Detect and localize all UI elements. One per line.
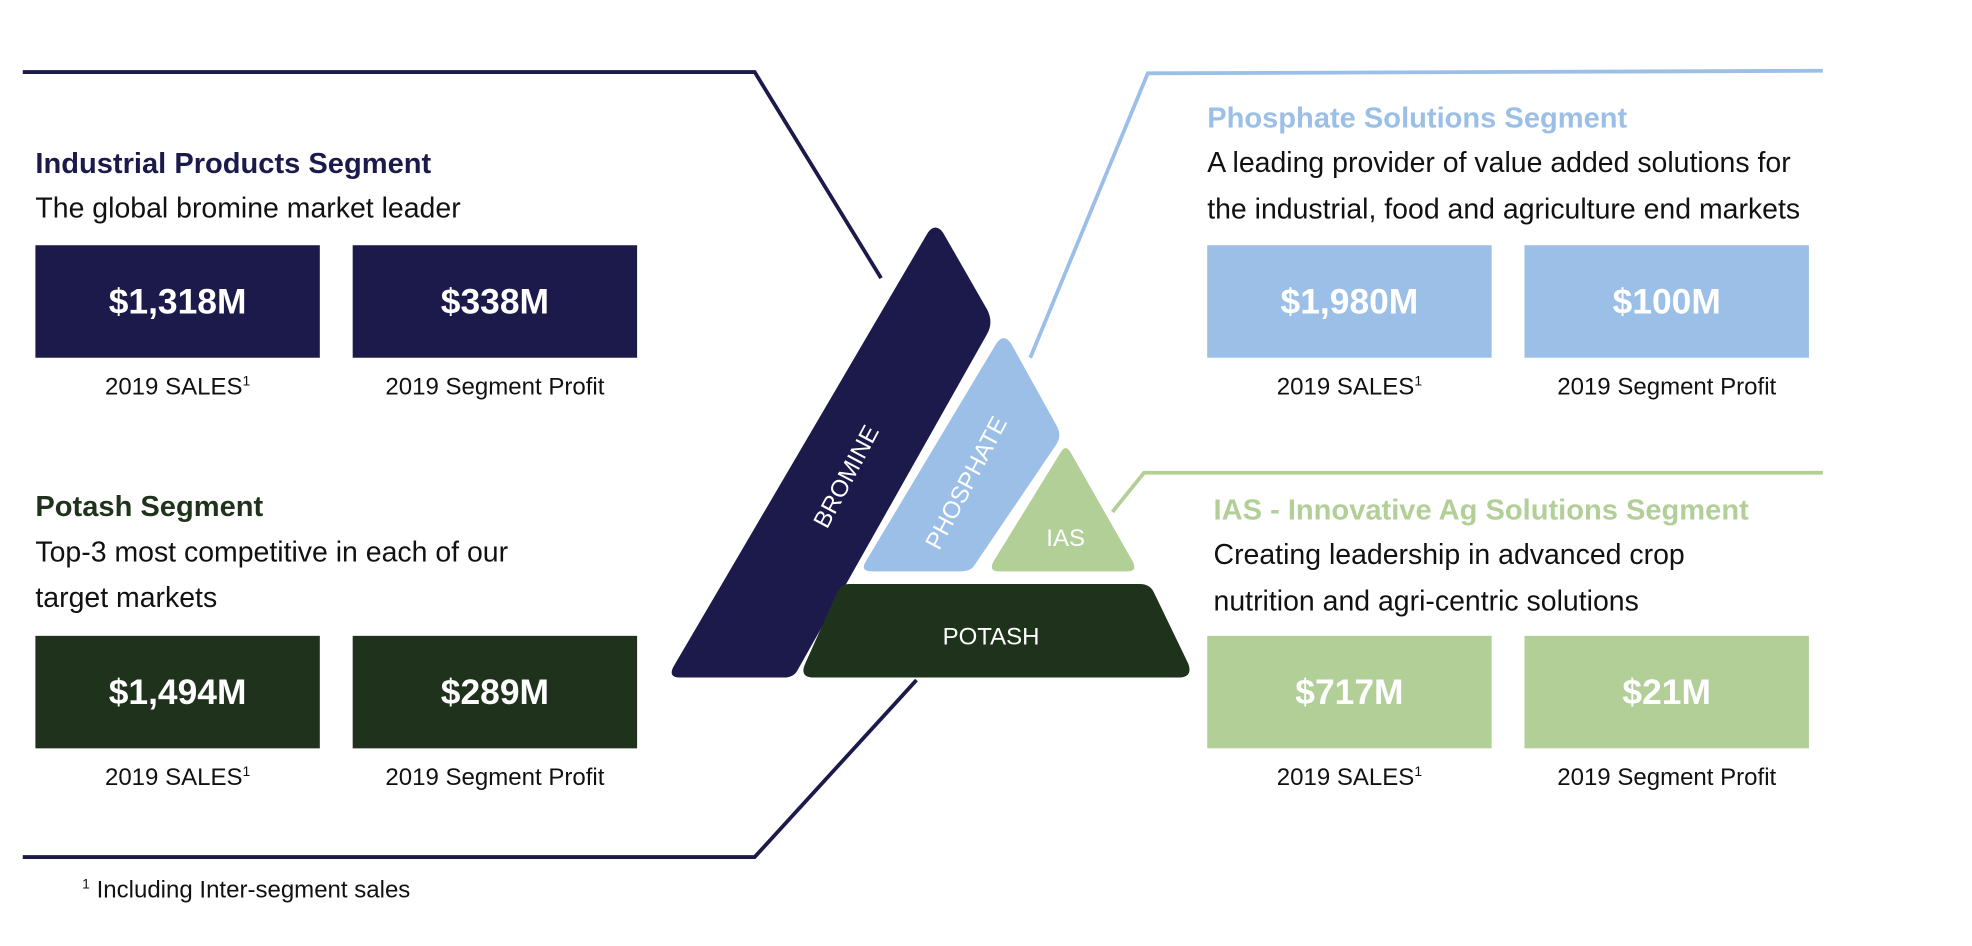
industrial-connector-line <box>22 70 883 280</box>
potash-profit-label: 2019 Segment Profit <box>385 764 605 792</box>
phosphate-title: Phosphate Solutions Segment <box>1207 101 1628 134</box>
ias-shape <box>991 448 1135 572</box>
potash-description-line2: target markets <box>35 581 218 614</box>
ias-profit-label: 2019 Segment Profit <box>1557 764 1777 792</box>
phosphate-sales-box: $1,980M <box>1207 245 1492 358</box>
industrial-profit-label: 2019 Segment Profit <box>385 374 605 401</box>
industrial-profit-box: $338M <box>352 245 638 358</box>
potash-sales-label: 2019 SALES1 <box>104 764 251 792</box>
potash-title: Potash Segment <box>35 489 264 523</box>
potash-profit-box: $289M <box>352 635 638 749</box>
ias-profit-box: $21M <box>1524 635 1809 749</box>
footnote: 1 Including Inter-segment sales <box>82 877 411 904</box>
ias-sales-label: 2019 SALES1 <box>1276 764 1423 792</box>
ias-sales-box: $717M <box>1207 635 1492 749</box>
phosphate-sales-label: 2019 SALES1 <box>1276 374 1423 401</box>
phosphate-description-line2: the industrial, food and agriculture end… <box>1207 193 1801 226</box>
phosphate-profit-box: $100M <box>1524 245 1809 358</box>
potash-sales-box: $1,494M <box>35 635 320 749</box>
ias-description-line2: nutrition and agri-centric solutions <box>1213 585 1639 617</box>
phosphate-description-line1: A leading provider of value added soluti… <box>1207 146 1791 179</box>
potash-shape <box>803 584 1190 678</box>
industrial-sales-box: $1,318M <box>35 245 320 358</box>
potash-connector-line <box>22 678 918 859</box>
ias-description-line1: Creating leadership in advanced crop <box>1213 538 1685 571</box>
bromine-shape <box>671 227 991 678</box>
phosphate-connector-line <box>1028 68 1823 359</box>
phosphate-profit-label: 2019 Segment Profit <box>1557 374 1777 401</box>
potash-label: POTASH <box>943 624 1040 651</box>
industrial-description: The global bromine market leader <box>35 192 461 224</box>
phosphate-shape <box>863 338 1060 572</box>
industrial-title: Industrial Products Segment <box>35 146 432 180</box>
industrial-sales-label: 2019 SALES1 <box>104 374 251 401</box>
ias-label: IAS <box>1046 525 1085 552</box>
potash-description-line1: Top-3 most competitive in each of our <box>35 535 509 568</box>
ias-title: IAS - Innovative Ag Solutions Segment <box>1213 492 1749 526</box>
ias-connector-line <box>1110 470 1823 514</box>
